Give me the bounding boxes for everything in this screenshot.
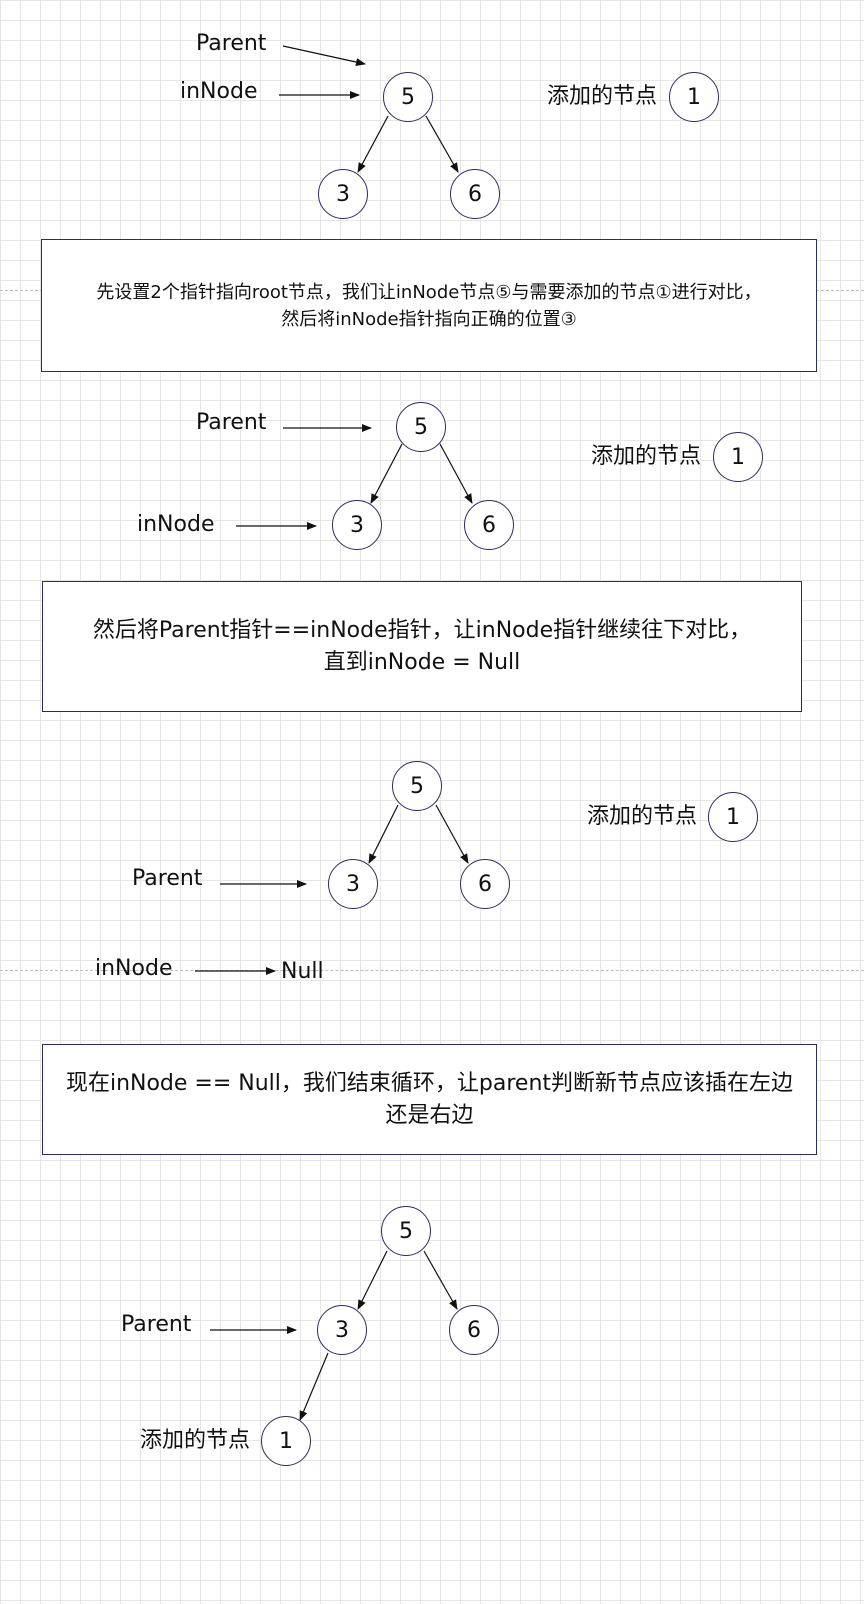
tree-edge (423, 1250, 458, 1310)
parent-label: Parent (196, 31, 267, 56)
null-label: Null (281, 959, 324, 984)
innode-label: inNode (95, 956, 173, 981)
tree-node-right: 6 (450, 169, 500, 219)
tree-edge (357, 115, 389, 173)
tree-edge (357, 1250, 388, 1310)
tree-edge (425, 115, 459, 173)
added-node: 1 (713, 432, 763, 482)
tree-node-left: 3 (317, 1305, 367, 1355)
innode-label: inNode (137, 512, 215, 537)
note-text: 现在inNode == Null，我们结束循环，让parent判断新节点应该插在… (65, 1070, 794, 1096)
added-node: 1 (708, 792, 758, 842)
parent-label: Parent (196, 410, 267, 435)
parent-label: Parent (132, 866, 203, 891)
tree-node-left: 3 (328, 859, 378, 909)
added-node: 1 (261, 1416, 311, 1466)
note-text: 还是右边 (385, 1102, 474, 1128)
tree-node-right: 6 (449, 1305, 499, 1355)
note-box-step2: 然后将Parent指针==inNode指针，让inNode指针继续往下对比， 直… (42, 581, 802, 712)
tree-node-left: 3 (332, 500, 382, 550)
tree-node-right: 6 (464, 500, 514, 550)
tree-node-right: 6 (460, 859, 510, 909)
tree-edge (435, 804, 469, 864)
tree-edge-new-node (299, 1352, 329, 1421)
note-box-step3: 现在inNode == Null，我们结束循环，让parent判断新节点应该插在… (42, 1044, 817, 1155)
note-box-step1: 先设置2个指针指向root节点，我们让inNode节点⑤与需要添加的节点①进行对… (41, 239, 817, 372)
added-node-label: 添加的节点 (587, 804, 698, 829)
note-text: 然后将Parent指针==inNode指针，让inNode指针继续往下对比， (92, 617, 752, 643)
tree-node-left: 3 (318, 169, 368, 219)
tree-node-root: 5 (396, 402, 446, 452)
added-node: 1 (669, 72, 719, 122)
added-node-label: 添加的节点 (591, 444, 702, 469)
parent-pointer-arrow (282, 45, 366, 66)
added-node-label: 添加的节点 (547, 84, 658, 109)
page-break-bottom (0, 970, 864, 971)
tree-edge (368, 804, 399, 864)
parent-label: Parent (121, 1312, 192, 1337)
innode-label: inNode (180, 79, 258, 104)
note-text: 先设置2个指针指向root节点，我们让inNode节点⑤与需要添加的节点①进行对… (96, 281, 762, 303)
tree-edge (370, 443, 403, 504)
note-text: 然后将inNode指针指向正确的位置③ (281, 308, 577, 330)
added-node-label: 添加的节点 (140, 1428, 251, 1453)
tree-node-root: 5 (381, 1206, 431, 1256)
note-text: 直到inNode = Null (323, 649, 521, 675)
tree-node-root: 5 (383, 72, 433, 122)
tree-edge (439, 443, 473, 504)
tree-node-root: 5 (392, 761, 442, 811)
